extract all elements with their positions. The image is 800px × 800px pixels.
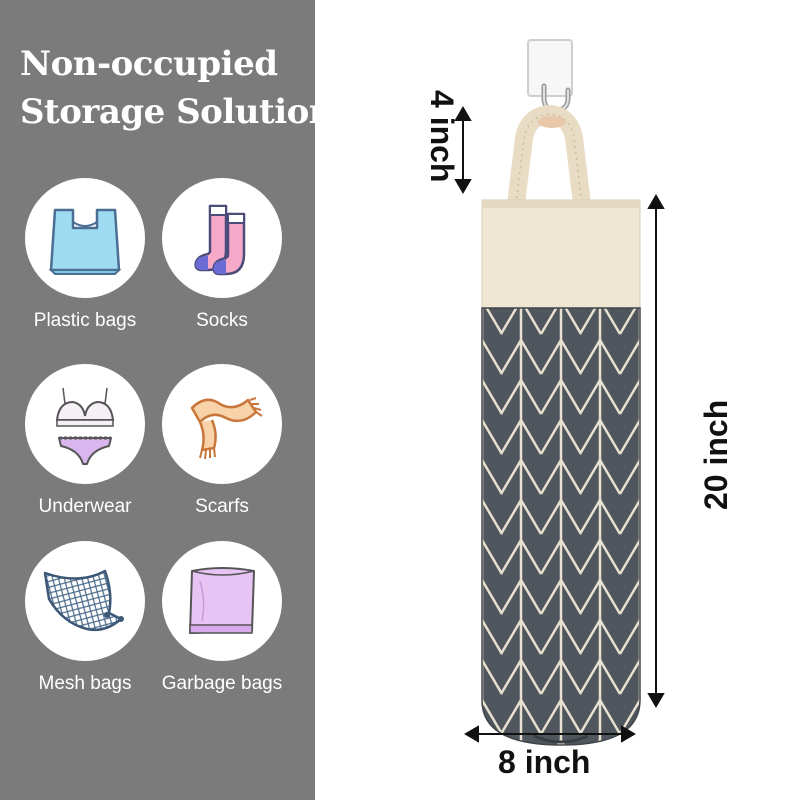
category-label: Socks [196,310,248,331]
category-underwear: Underwear [15,364,155,518]
chevron-stripe [618,617,640,655]
height-dimension-label: 20 inch [698,399,734,510]
left-panel: Non-occupied Storage Solution Plastic ba… [0,0,334,800]
chevron-stripe [618,657,640,695]
chevron-stripe [618,577,640,615]
underwear-icon [55,387,115,465]
chevron-stripe [618,308,640,335]
hook-dimension-label: 4 inch [424,90,460,183]
scarf-icon [190,397,263,460]
chevron-stripe [482,697,504,735]
chevron-stripe [618,457,640,495]
category-label: Scarfs [195,496,249,517]
chevron-stripe [482,657,504,695]
headline-line-1: Non-occupied [20,44,278,84]
chevron-stripe [482,417,504,455]
chevron-stripe [618,697,640,735]
category-plastic-bags: Plastic bags [15,178,155,332]
socks-icon [194,204,246,276]
chevron-stripe [618,737,640,745]
chevron-stripe [482,308,504,335]
product-illustration: 4 inch 20 inch 8 inch [320,0,800,800]
chevron-stripe [462,780,502,800]
chevron-stripe [499,308,543,335]
headline-line-2: Storage Solution [20,92,334,132]
chevron-stripe [501,780,541,800]
chevron-stripe [580,780,620,800]
chevron-stripe [618,497,640,535]
chevron-stripe [618,417,640,455]
category-mesh-bags: Mesh bags [15,541,155,695]
category-garbage-bags: Garbage bags [152,541,292,695]
dimension-arrows [454,106,665,743]
plastic-bag-icon [48,208,122,275]
category-label: Plastic bags [33,310,137,331]
category-socks: Socks [152,178,292,332]
chevron-stripe [620,780,660,800]
chevron-stripe [482,577,504,615]
headline: Non-occupied Storage Solution [20,40,334,136]
chevron-stripe [482,497,504,535]
chevron-stripe [482,337,504,375]
chevron-stripe [482,457,504,495]
chevron-stripe [618,337,640,375]
mesh-bag-icon [43,569,124,632]
chevron-stripe [618,377,640,415]
chevron-stripe [618,537,640,575]
chevron-stripe [578,308,622,335]
width-dimension-label: 8 inch [498,744,591,780]
garbage-bag-icon [189,567,255,634]
chevron-stripe [482,377,504,415]
chevron-stripe [541,780,581,800]
chevron-stripe [482,737,504,745]
category-label: Garbage bags [161,673,283,694]
wall-hook-icon [527,39,573,113]
chevron-stripe [539,308,583,335]
category-label: Underwear [38,496,132,517]
chevron-stripe [482,617,504,655]
category-label: Mesh bags [38,673,132,694]
category-scarfs: Scarfs [152,364,292,518]
chevron-stripe [482,537,504,575]
hanging-bag-holder [454,39,665,800]
